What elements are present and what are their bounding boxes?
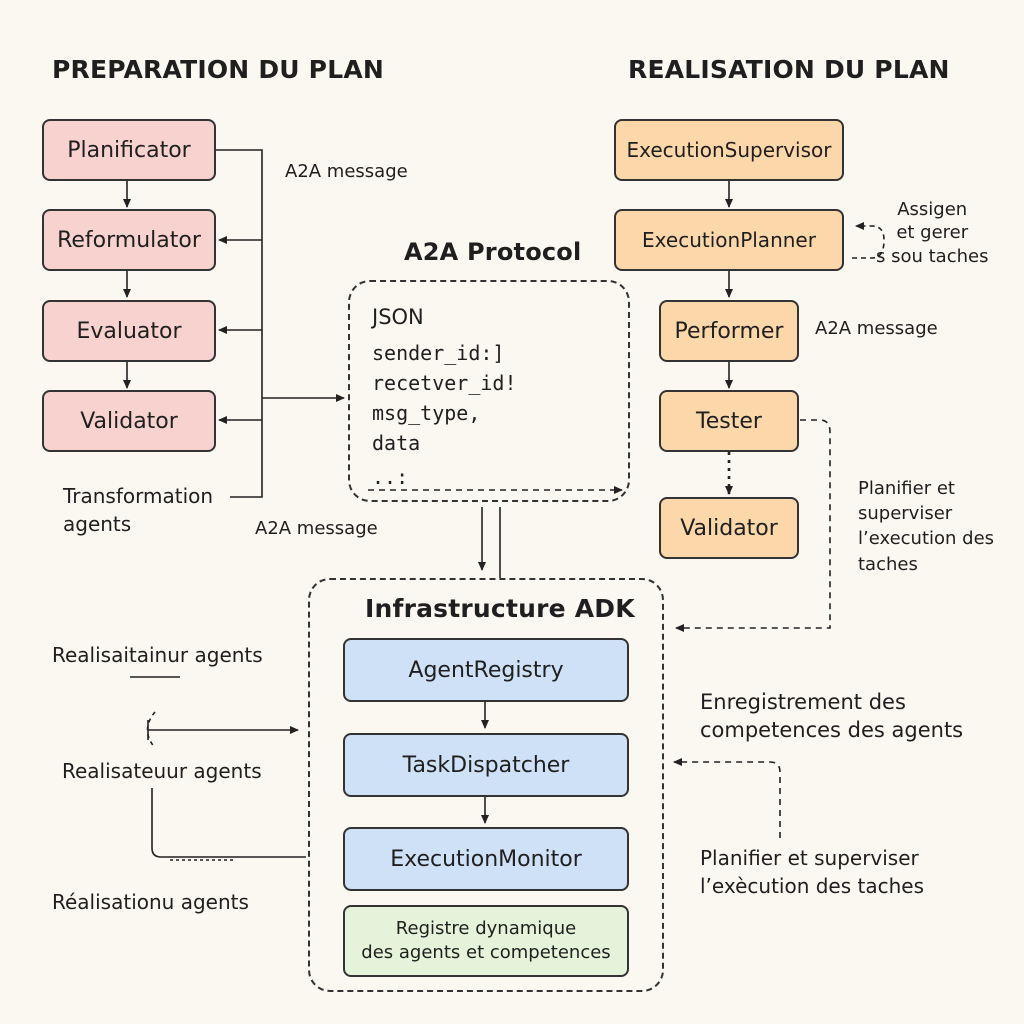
json-line-data: data [372, 430, 421, 455]
plan-note-right-line3: l’execution des [858, 528, 995, 550]
json-line-sender: sender_id:] [372, 340, 505, 365]
adk-title: Infrastructure ADK [365, 594, 635, 623]
evaluator-box: Evaluator [42, 300, 216, 362]
realisationu-agents-label: Réalisationu agents [52, 890, 249, 914]
plan-note-right-line1: Planifier et [858, 478, 955, 499]
realisaitainur-agents-label: Realisaitainur agents [52, 643, 263, 667]
realisateuur-agents-label: Realisateuur agents [62, 759, 262, 783]
assign-note: Assigen et gerer s sou taches [876, 198, 988, 268]
plan-note-right-line2: superviser [858, 503, 953, 525]
transformation-label-line2: agents [63, 512, 132, 536]
reformulator-box: Reformulator [42, 209, 216, 271]
transformation-agents-label: Transformation agents [63, 482, 213, 538]
a2a-protocol-box [348, 280, 630, 502]
realisation-heading: REALISATION DU PLAN [628, 55, 950, 84]
plan-supervise-note-bottom: Planifier et superviser l’exècution des … [700, 844, 924, 900]
execution-monitor-box: ExecutionMonitor [343, 827, 629, 891]
assign-note-line3: s sou taches [876, 245, 989, 267]
registry-line1: Registre dynamique [395, 917, 577, 939]
a2a-message-bottom-label: A2A message [255, 518, 378, 539]
plan-note-right-line4: taches [858, 553, 918, 575]
planificator-box: Planificator [42, 119, 216, 181]
execution-planner-box: ExecutionPlanner [614, 209, 844, 271]
register-skills-note: Enregistrement des competences des agent… [700, 688, 963, 745]
json-line-ellipsis: ..: [372, 464, 409, 489]
validator-box-left: Validator [42, 390, 216, 452]
register-note-line1: Enregistrement des [700, 690, 906, 714]
json-line-receiver: recetver_id! [372, 370, 517, 395]
execution-supervisor-box: ExecutionSupervisor [614, 119, 844, 181]
a2a-protocol-title: A2A Protocol [404, 238, 582, 266]
registry-line2: des agents et competences [361, 942, 611, 963]
adk-infrastructure-box [308, 578, 664, 992]
tester-box: Tester [659, 390, 799, 452]
plan-supervise-note-right: Planifier et superviser l’execution des … [858, 476, 994, 577]
json-line-msg-type: msg_type, [372, 400, 481, 425]
plan-note-bottom-line2: l’exècution des taches [700, 874, 925, 898]
a2a-message-top-label: A2A message [285, 161, 408, 182]
json-line-json: JSON [372, 305, 424, 329]
assign-note-line1: Assigen [897, 199, 968, 220]
dynamic-registry-box: Registre dynamique des agents et compete… [343, 905, 629, 977]
transformation-label-line1: Transformation [63, 484, 214, 508]
task-dispatcher-box: TaskDispatcher [343, 733, 629, 797]
performer-box: Performer [659, 300, 799, 362]
agent-registry-box: AgentRegistry [343, 638, 629, 702]
register-note-line2: competences des agents [700, 718, 964, 743]
validator-box-right: Validator [659, 497, 799, 559]
assign-note-line2: et gerer [896, 222, 969, 244]
a2a-json-fields: JSON sender_id:] recetver_id! msg_type, … [372, 302, 517, 492]
a2a-message-right-label: A2A message [815, 318, 938, 339]
preparation-heading: PREPARATION DU PLAN [52, 55, 384, 84]
plan-note-bottom-line1: Planifier et superviser [700, 846, 919, 870]
